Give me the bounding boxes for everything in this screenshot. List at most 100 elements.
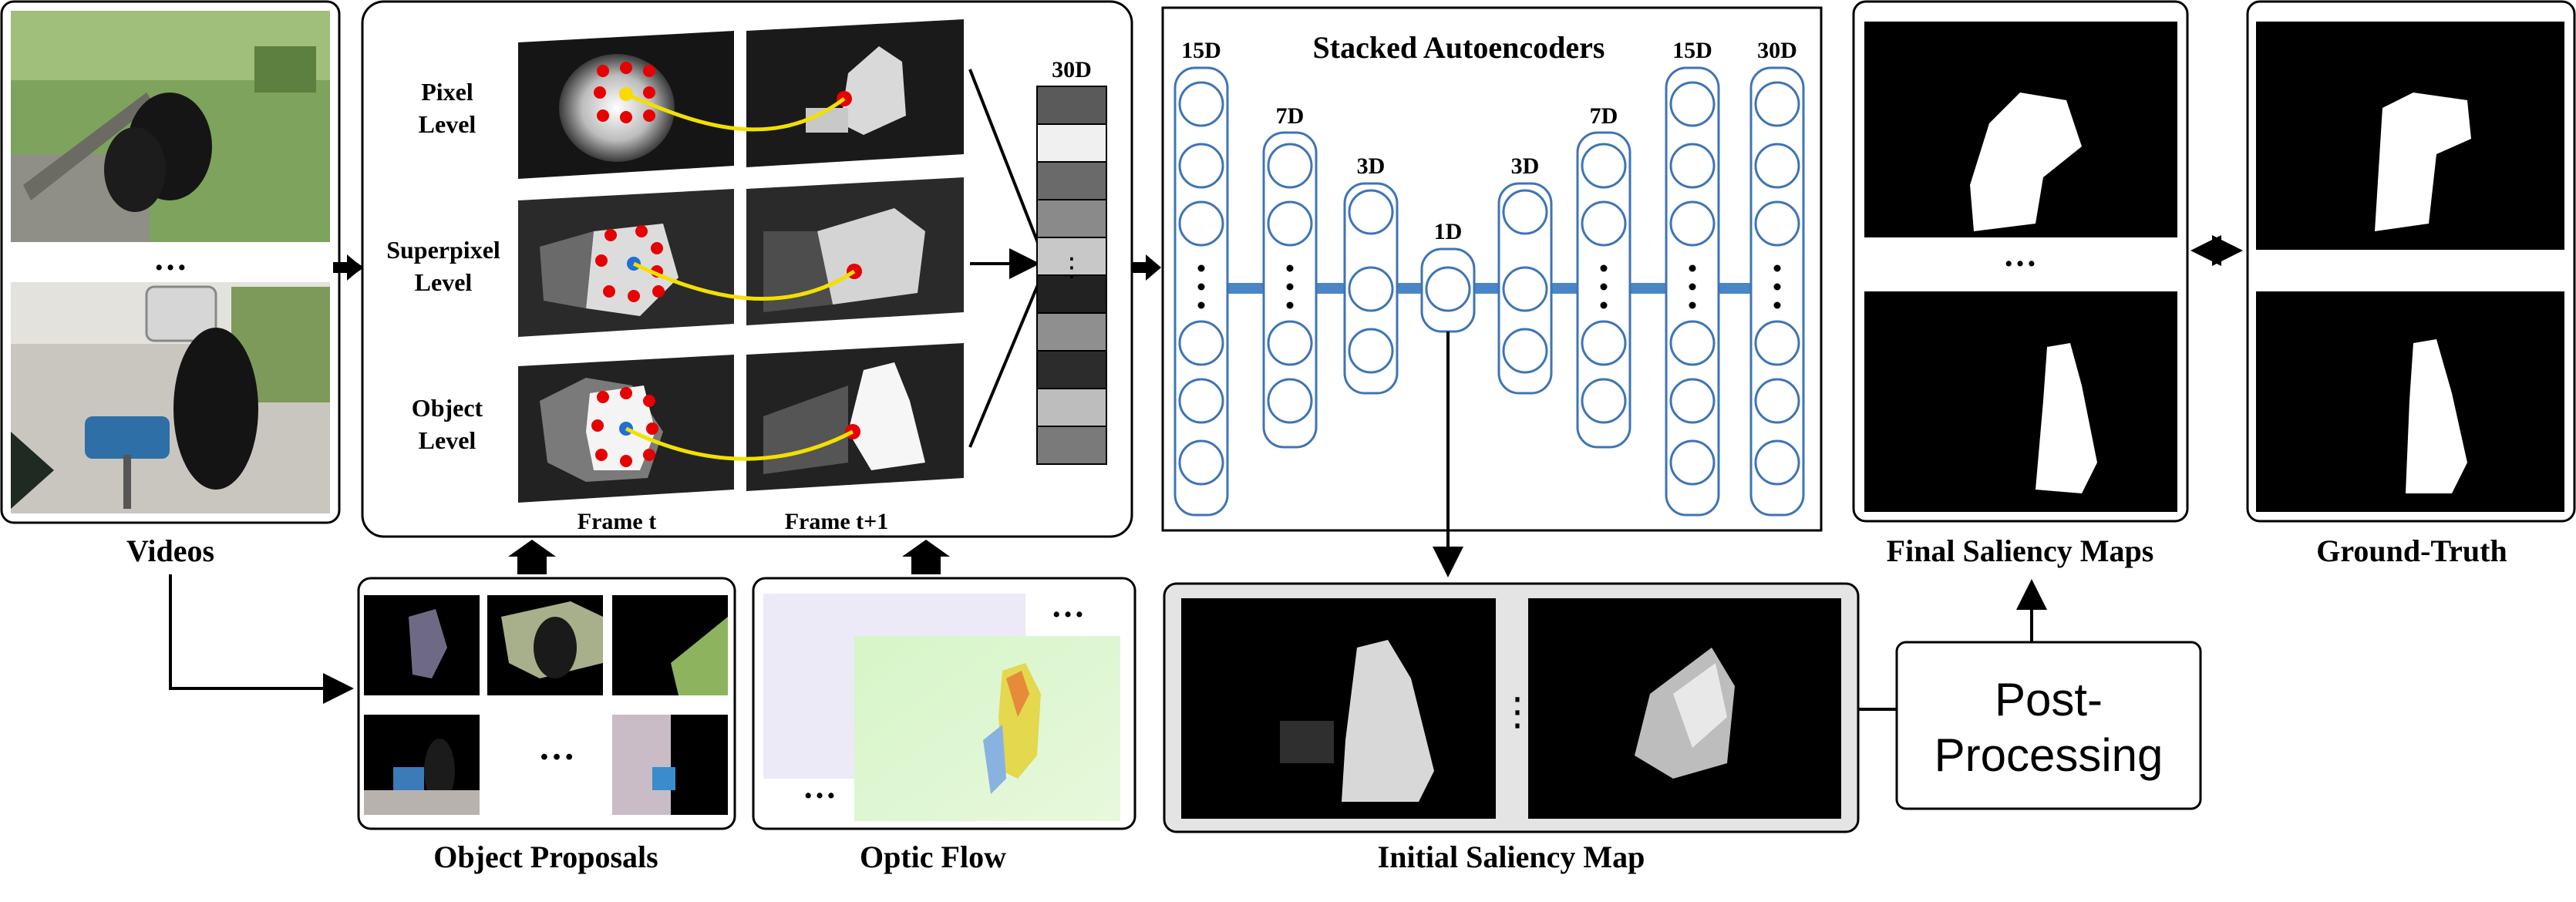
- neuron-ellipsis-dot: [1689, 283, 1696, 291]
- neuron-node: [1178, 378, 1224, 424]
- neuron-ellipsis-dot: [1689, 264, 1696, 272]
- converge-line-bottom: [968, 277, 1042, 448]
- video-frame-bottom: [11, 282, 330, 513]
- neuron-ellipsis-dot: [1773, 283, 1781, 291]
- pixel-track-curve: [625, 92, 846, 132]
- layer-dim-3: 3D: [1357, 153, 1386, 179]
- object-level-label-2: Level: [419, 426, 476, 454]
- neuron-node: [1669, 439, 1716, 486]
- feature-vector-cell: [1036, 426, 1107, 465]
- neuron-node: [1754, 143, 1800, 189]
- object-track-curve: [625, 426, 854, 461]
- feature-dim-label: 30D: [1052, 57, 1092, 82]
- neuron-node: [1348, 266, 1394, 312]
- neuron-node: [1669, 320, 1716, 366]
- final-saliency-label: Final Saliency Maps: [1887, 533, 2154, 568]
- neuron-node: [1669, 200, 1716, 247]
- superpixel-track-curve: [632, 261, 856, 301]
- superpixel-level-label-1: Superpixel: [386, 236, 500, 264]
- feature-vector-cell: [1036, 199, 1107, 238]
- arrow-proposals-up: [508, 540, 556, 574]
- videos-panel: …: [0, 0, 341, 524]
- neuron-node: [1178, 143, 1224, 189]
- flow-ellipsis-bottom: …: [803, 768, 837, 806]
- neuron-node: [1348, 189, 1394, 235]
- neuron-node: [1669, 378, 1716, 424]
- neuron-node: [1502, 328, 1548, 374]
- connector-videos-proposals: [169, 574, 354, 704]
- ground-truth-panel: [2246, 0, 2576, 523]
- neuron-node: [1581, 200, 1627, 247]
- feature-vector-cell: [1036, 312, 1107, 352]
- final-ellipsis: …: [2003, 236, 2037, 274]
- final-saliency-panel: …: [1852, 0, 2189, 523]
- stacked-autoencoders-title: Stacked Autoencoders: [1313, 30, 1605, 65]
- neuron-node: [1581, 143, 1627, 189]
- pixel-level-label-1: Pixel: [421, 78, 473, 106]
- feature-extraction-panel: Pixel Level Superpixel Level Object Leve…: [361, 0, 1133, 538]
- neuron-node: [1669, 143, 1716, 189]
- layer-dim-6: 7D: [1590, 103, 1618, 129]
- autoencoder-layers: [1174, 66, 1805, 517]
- neuron-ellipsis-dot: [1286, 264, 1294, 272]
- neuron-node: [1178, 81, 1224, 127]
- neuron-node: [1267, 143, 1313, 189]
- neuron-node: [1178, 439, 1224, 486]
- converge-line-top: [968, 69, 1042, 251]
- feature-vector-cell: [1036, 388, 1107, 427]
- neuron-ellipsis-dot: [1689, 301, 1696, 309]
- neuron-node: [1267, 200, 1313, 247]
- superpixel-level-label-2: Level: [415, 268, 473, 296]
- neuron-ellipsis-dot: [1286, 283, 1294, 291]
- feature-vector-cell: [1036, 350, 1107, 389]
- neuron-node: [1178, 200, 1224, 247]
- arrow-videos-right: [333, 254, 362, 281]
- neuron-node: [1502, 189, 1548, 235]
- neuron-node: [1581, 378, 1627, 424]
- feature-vector-cell: [1036, 274, 1107, 314]
- frame-t-label: Frame t: [577, 509, 656, 534]
- flow-ellipsis-top: …: [1051, 587, 1085, 624]
- neuron-ellipsis-dot: [1600, 283, 1608, 291]
- post-processing-box: Post- Processing: [1895, 641, 2202, 810]
- neuron-ellipsis-dot: [1600, 264, 1608, 272]
- neuron-node: [1581, 320, 1627, 366]
- feature-vector-cell: [1036, 161, 1107, 200]
- neuron-ellipsis-dot: [1197, 301, 1205, 309]
- neuron-node: [1425, 266, 1471, 312]
- neuron-ellipsis-dot: [1773, 264, 1781, 272]
- layer-dim-8: 30D: [1757, 38, 1797, 63]
- video-frame-top: [11, 11, 330, 242]
- frame-t1-label: Frame t+1: [785, 509, 889, 534]
- optic-flow-panel: … …: [752, 577, 1136, 830]
- neuron-ellipsis-dot: [1773, 301, 1781, 309]
- neuron-node: [1178, 320, 1224, 366]
- optic-flow-label: Optic Flow: [860, 840, 1006, 874]
- pixel-level-frame-t1: [746, 19, 964, 167]
- feature-vector-cell: [1036, 123, 1107, 163]
- neuron-ellipsis-dot: [1286, 301, 1294, 309]
- videos-label: Videos: [126, 533, 214, 568]
- neuron-node: [1754, 200, 1800, 247]
- neuron-node: [1669, 81, 1716, 127]
- proposals-ellipsis: …: [538, 727, 575, 768]
- videos-ellipsis: …: [153, 240, 187, 278]
- pixel-level-frame-t: [518, 31, 734, 179]
- superpixel-level-frame-t1: [746, 177, 964, 325]
- arrow-features-to-autoencoder: [1132, 254, 1161, 281]
- layer-dim-5: 3D: [1511, 153, 1540, 179]
- neuron-ellipsis-dot: [1600, 301, 1608, 309]
- object-level-frame-t1: [746, 343, 964, 491]
- neuron-node: [1754, 81, 1800, 127]
- feature-vector: [1036, 86, 1107, 465]
- ground-truth-label: Ground-Truth: [2316, 533, 2507, 568]
- object-proposals-label: Object Proposals: [433, 840, 658, 874]
- neuron-node: [1754, 439, 1800, 486]
- superpixel-level-frame-t: [518, 189, 734, 337]
- pixel-level-label-2: Level: [419, 110, 476, 138]
- neuron-node: [1754, 378, 1800, 424]
- post-processing-label-2: Processing: [1935, 729, 2164, 781]
- arrow-flow-up: [902, 540, 950, 574]
- neuron-node: [1267, 378, 1313, 424]
